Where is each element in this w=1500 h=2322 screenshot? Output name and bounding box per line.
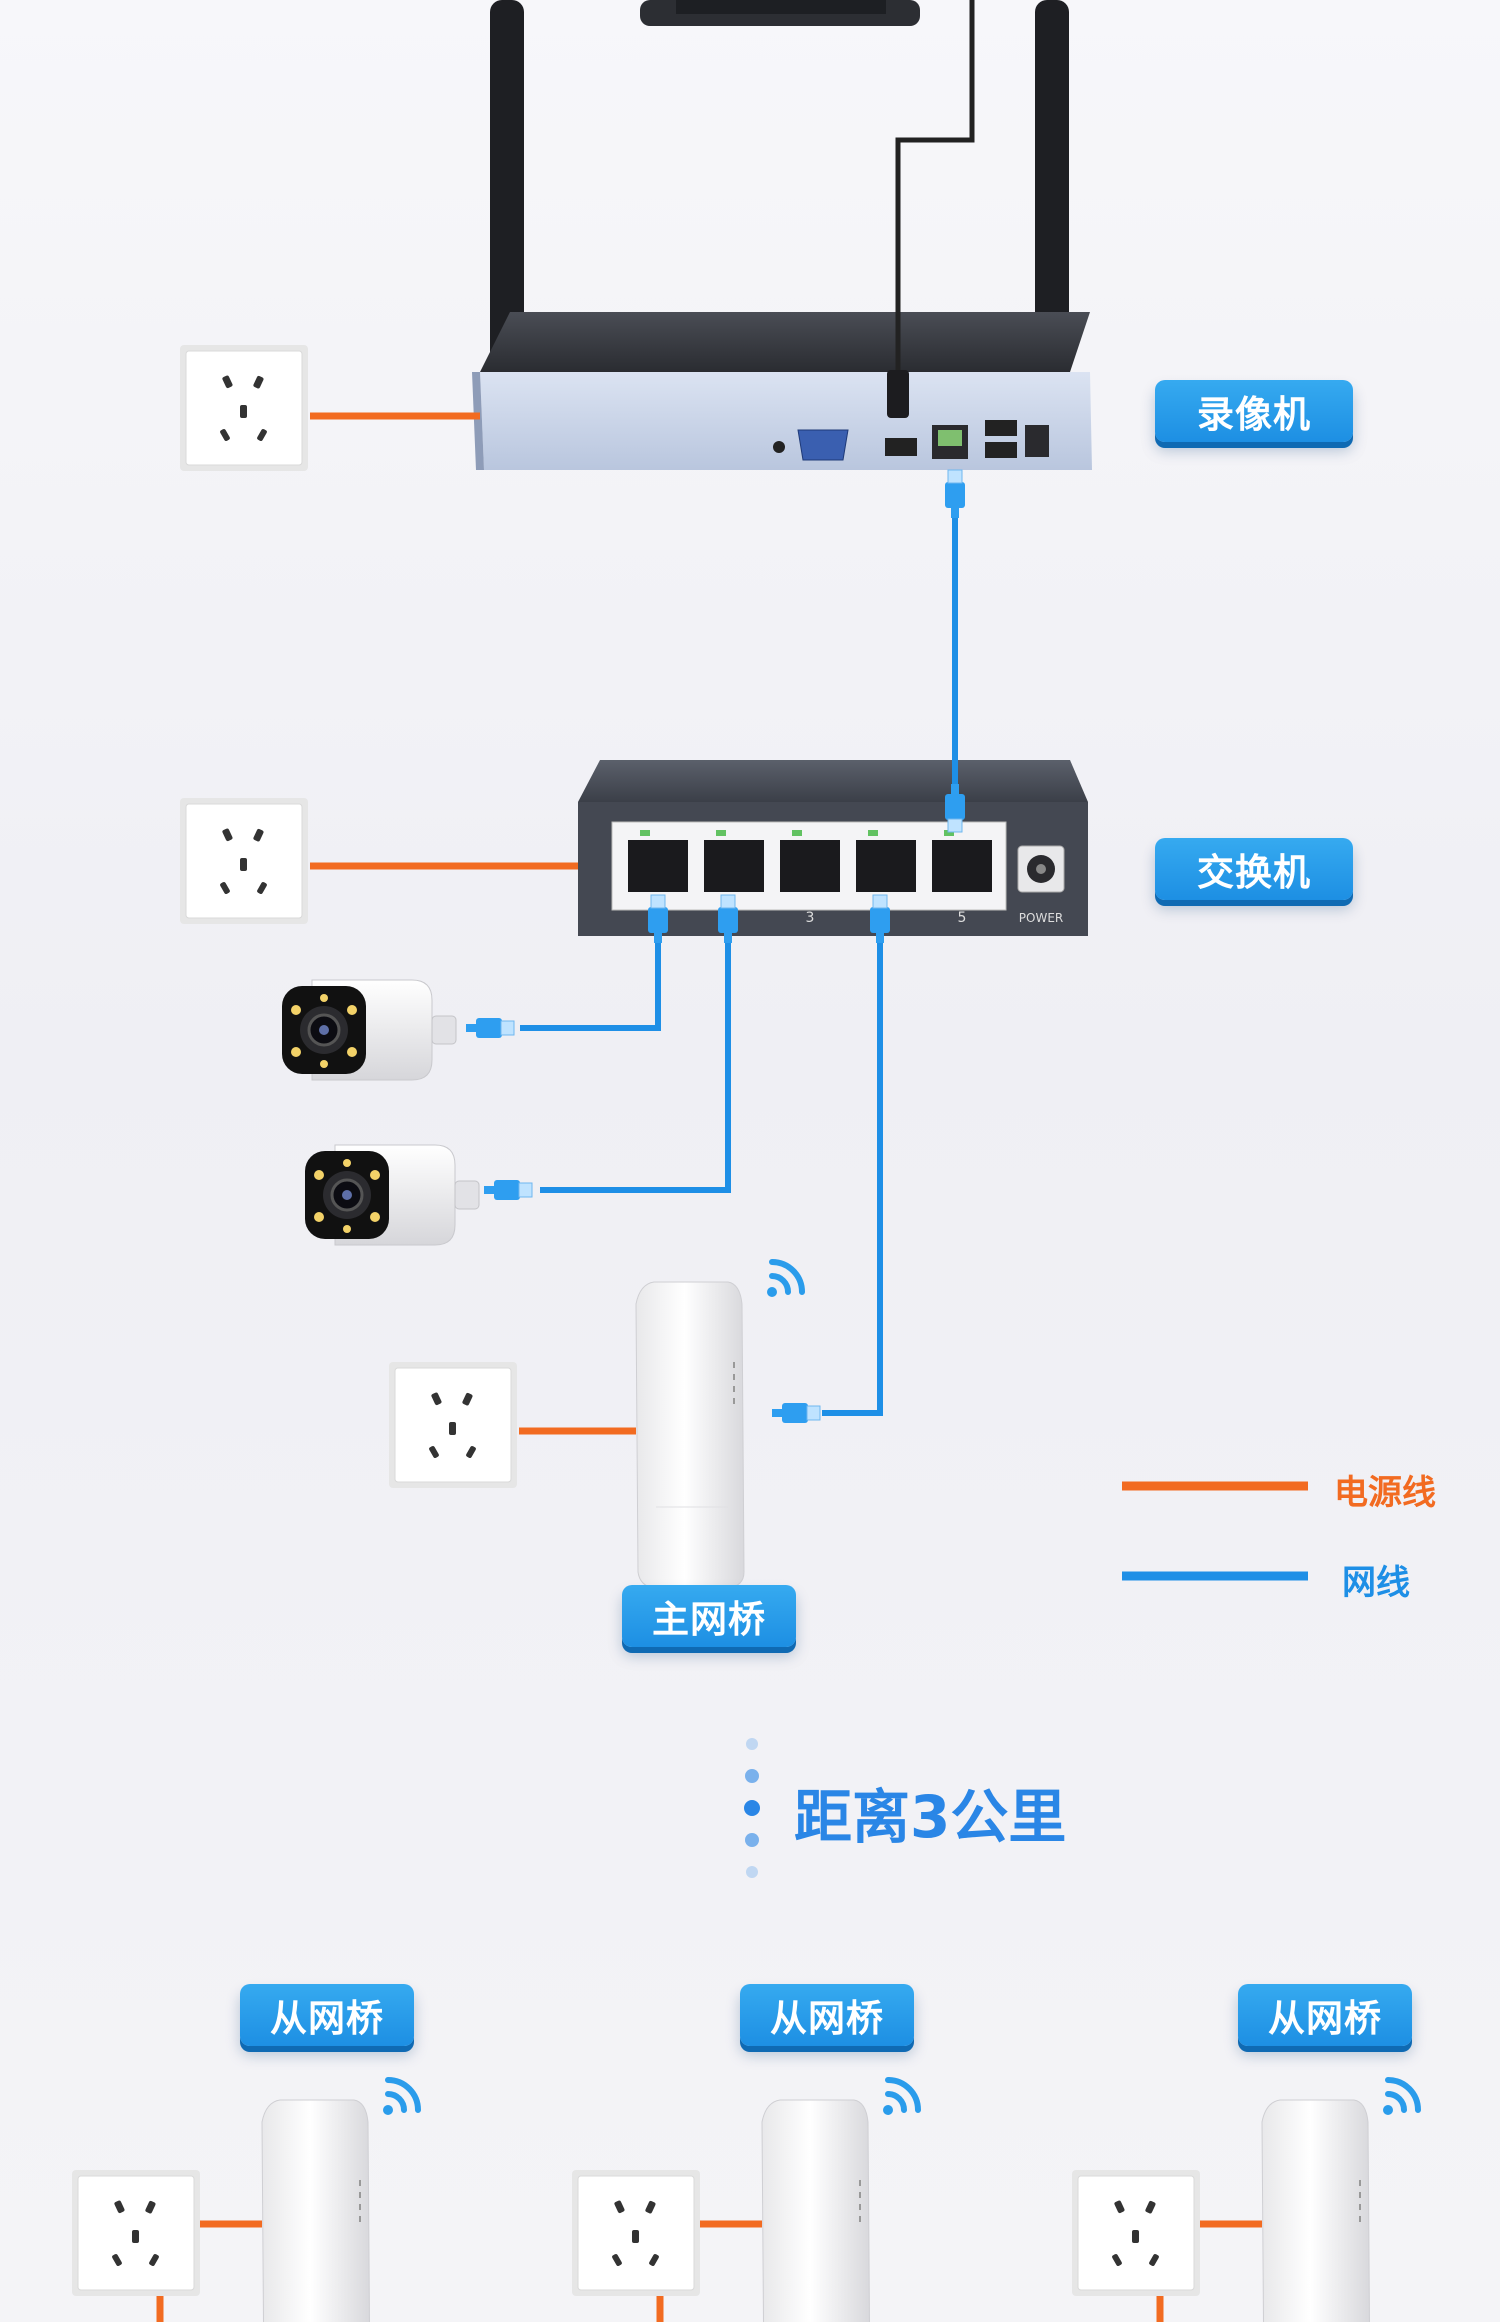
nvr-outlet: [179, 344, 309, 472]
legend-network-label: 网线: [1342, 1563, 1410, 1603]
distance-label: 距离3公里: [794, 1783, 1067, 1851]
main-bridge-device: [635, 1281, 745, 1589]
switch-port-5-label: 5: [958, 910, 967, 926]
main-bridge-outlet: [388, 1361, 518, 1489]
camera-2: [303, 1143, 481, 1247]
switch-label: 交换机: [1155, 838, 1353, 900]
switch-power-label: POWER: [1019, 911, 1063, 925]
switch-bridge-cable: [822, 900, 883, 1416]
nvr-label: 录像机: [1155, 380, 1353, 442]
slave-bridge-2-device: [761, 2099, 871, 2322]
legend-power-label: 电源线: [1334, 1473, 1436, 1513]
slave-bridge-3-device: [1261, 2099, 1371, 2322]
monitor-cable: [895, 0, 975, 380]
slave-bridge-3-label: 从网桥: [1238, 1984, 1412, 2046]
camera-1: [280, 978, 458, 1082]
switch-outlet: [179, 797, 309, 925]
slave-bridge-3-outlet: [1071, 2169, 1201, 2297]
switch-camera2-cable: [540, 900, 731, 1193]
distance-dots: [744, 1738, 760, 1878]
slave-bridge-1-label: 从网桥: [240, 1984, 414, 2046]
slave-bridge-1-device: [261, 2099, 371, 2322]
switch-port-3-label: 3: [806, 910, 815, 926]
switch-ports: [628, 830, 992, 892]
slave-bridge-2-outlet: [571, 2169, 701, 2297]
slave-bridge-2-label: 从网桥: [740, 1984, 914, 2046]
nvr-device: [472, 0, 1092, 470]
usb-dongle: [887, 370, 909, 418]
slave-bridge-1-outlet: [71, 2169, 201, 2297]
main-bridge-label: 主网桥: [622, 1585, 796, 1647]
